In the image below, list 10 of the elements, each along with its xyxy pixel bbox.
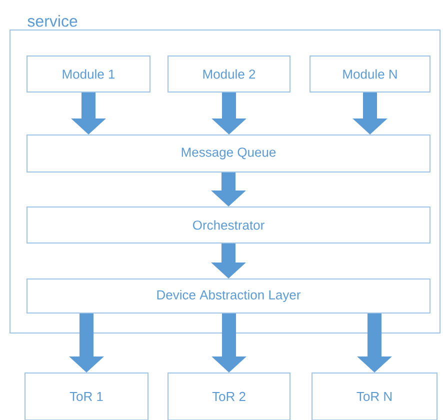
component-box: Module 1 bbox=[26, 56, 150, 92]
node-label: service bbox=[28, 15, 78, 27]
component-box: Module N bbox=[310, 56, 430, 92]
component-box: Module 2 bbox=[168, 56, 290, 92]
component-box: ToR 2 bbox=[168, 372, 290, 420]
component-box: ToR 1 bbox=[24, 372, 148, 420]
component-box: ToR N bbox=[312, 372, 438, 420]
component-box: Message Queue bbox=[26, 134, 430, 172]
component-box: Orchestrator bbox=[26, 206, 430, 244]
component-box: Device Abstraction Layer bbox=[26, 278, 430, 314]
